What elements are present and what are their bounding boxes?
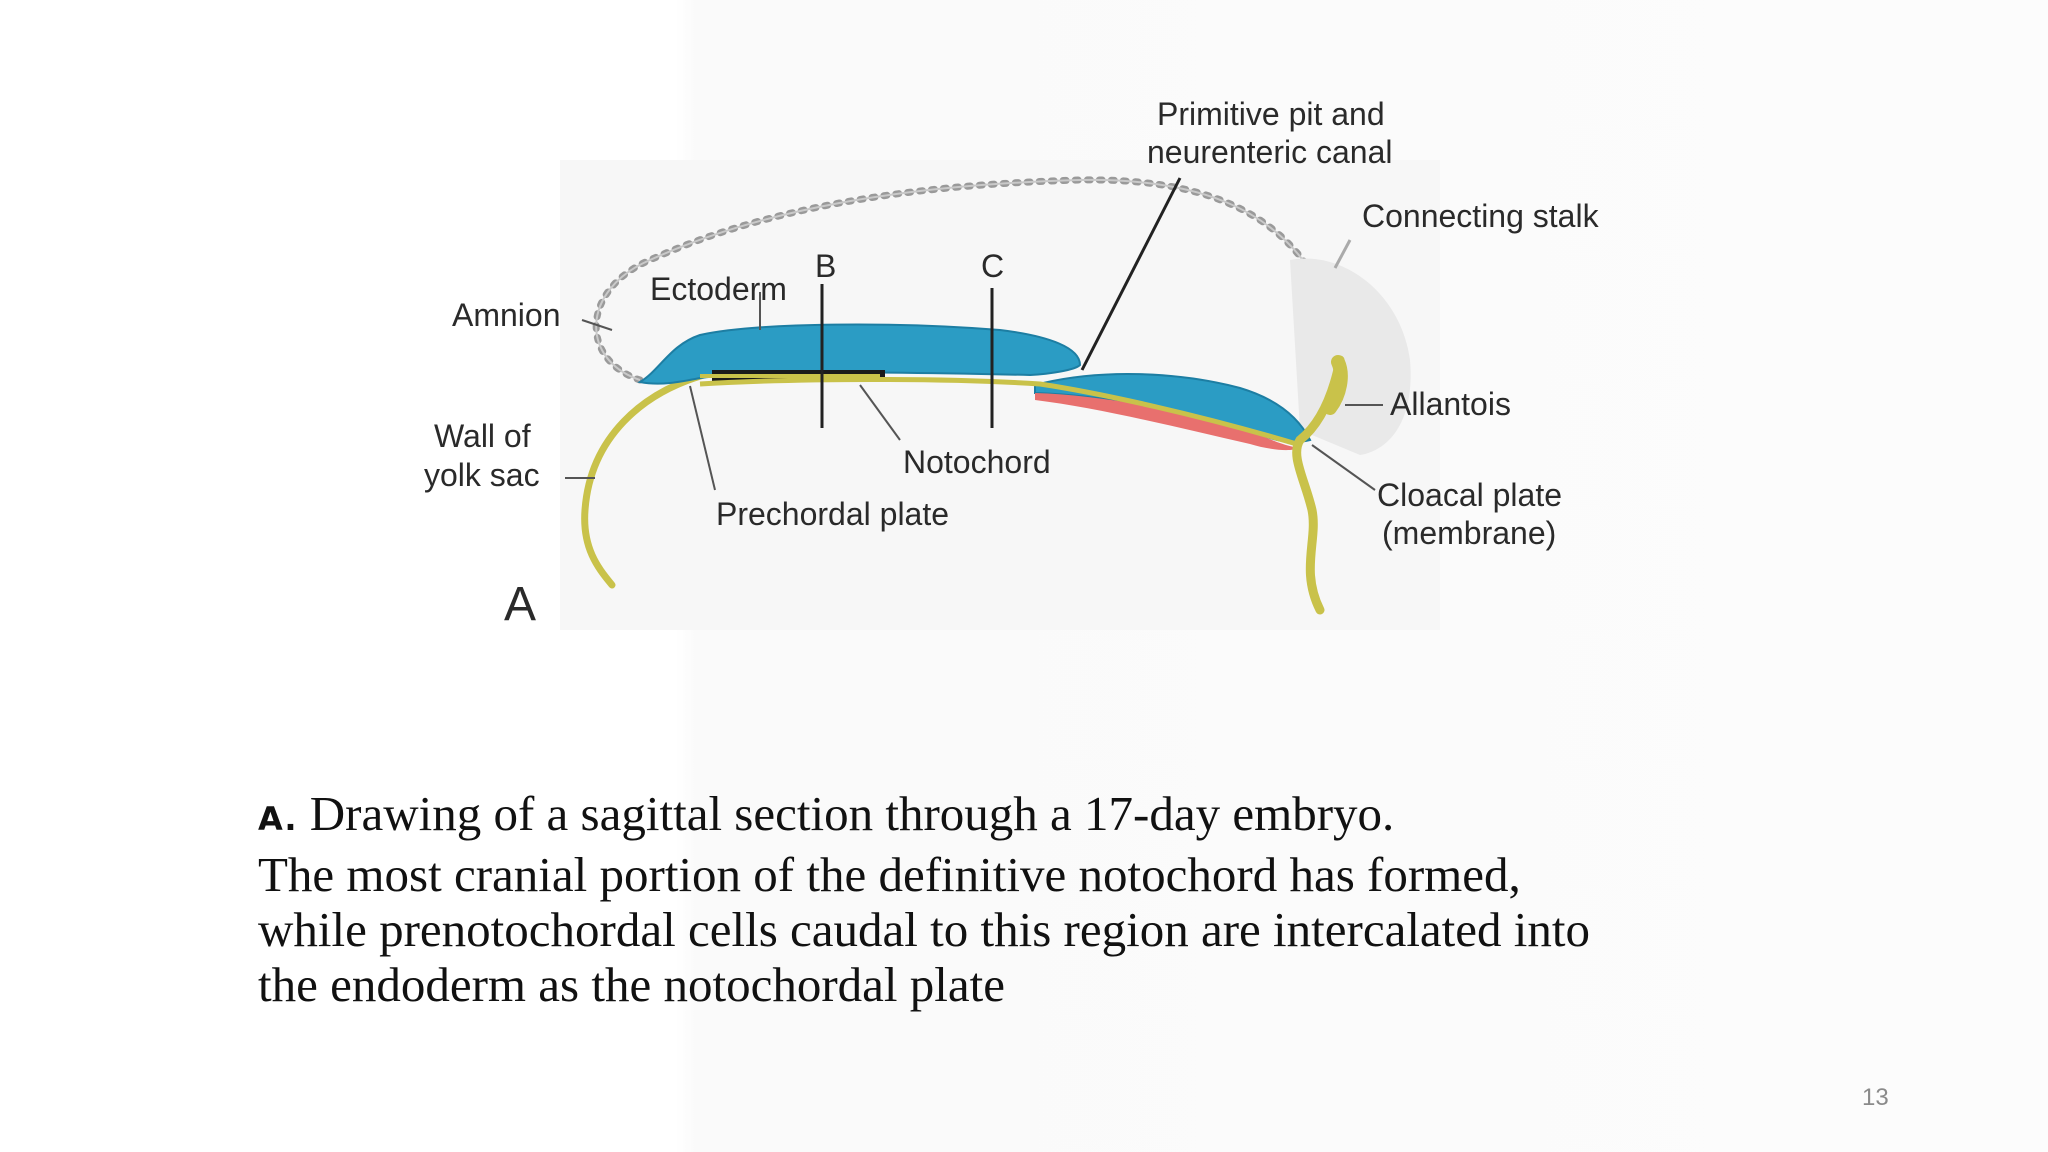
figure-caption: A. Drawing of a sagittal section through… bbox=[258, 786, 1958, 1012]
allantois-bulb bbox=[1323, 355, 1348, 415]
yolk-sac-wall-left bbox=[581, 368, 719, 589]
caption-lead: A. bbox=[258, 800, 298, 838]
caption-line-2: The most cranial portion of the definiti… bbox=[258, 847, 1521, 902]
label-cloacal-1: Cloacal plate bbox=[1377, 477, 1562, 513]
leader-cloacal bbox=[1311, 444, 1376, 491]
leader-prechordal bbox=[689, 385, 716, 491]
label-notochord: Notochord bbox=[903, 444, 1051, 480]
caption-line-4: the endoderm as the notochordal plate bbox=[258, 957, 1005, 1012]
label-primitive-pit-2: neurenteric canal bbox=[1147, 134, 1392, 170]
leader-connecting-stalk bbox=[1333, 239, 1352, 269]
label-wall-yolk-1: Wall of bbox=[434, 418, 531, 454]
endoderm-line bbox=[699, 377, 1301, 448]
label-primitive-pit-1: Primitive pit and bbox=[1157, 96, 1385, 132]
mesoderm-layer bbox=[1035, 393, 1300, 451]
label-ectoderm: Ectoderm bbox=[650, 271, 787, 307]
label-section-b: B bbox=[815, 248, 836, 284]
leader-amnion bbox=[581, 319, 613, 331]
caption-line-3: while prenotochordal cells caudal to thi… bbox=[258, 902, 1591, 957]
label-allantois: Allantois bbox=[1390, 386, 1511, 422]
label-section-c: C bbox=[981, 248, 1004, 284]
label-cloacal-2: (membrane) bbox=[1382, 515, 1556, 551]
embryo-sagittal-diagram: Primitive pit and neurenteric canal Conn… bbox=[424, 96, 1600, 631]
caption-line-1: A. Drawing of a sagittal section through… bbox=[258, 786, 1958, 847]
label-amnion: Amnion bbox=[452, 297, 561, 333]
slide-number: 13 bbox=[1862, 1084, 1889, 1111]
leader-primitive-pit bbox=[1080, 177, 1182, 371]
label-wall-yolk-2: yolk sac bbox=[424, 457, 540, 493]
label-connecting-stalk: Connecting stalk bbox=[1362, 198, 1600, 234]
panel-letter: A bbox=[504, 578, 536, 631]
caption-text-1: Drawing of a sagittal section through a … bbox=[297, 786, 1395, 841]
leader-notochord bbox=[859, 384, 901, 441]
label-prechordal-plate: Prechordal plate bbox=[716, 496, 949, 532]
